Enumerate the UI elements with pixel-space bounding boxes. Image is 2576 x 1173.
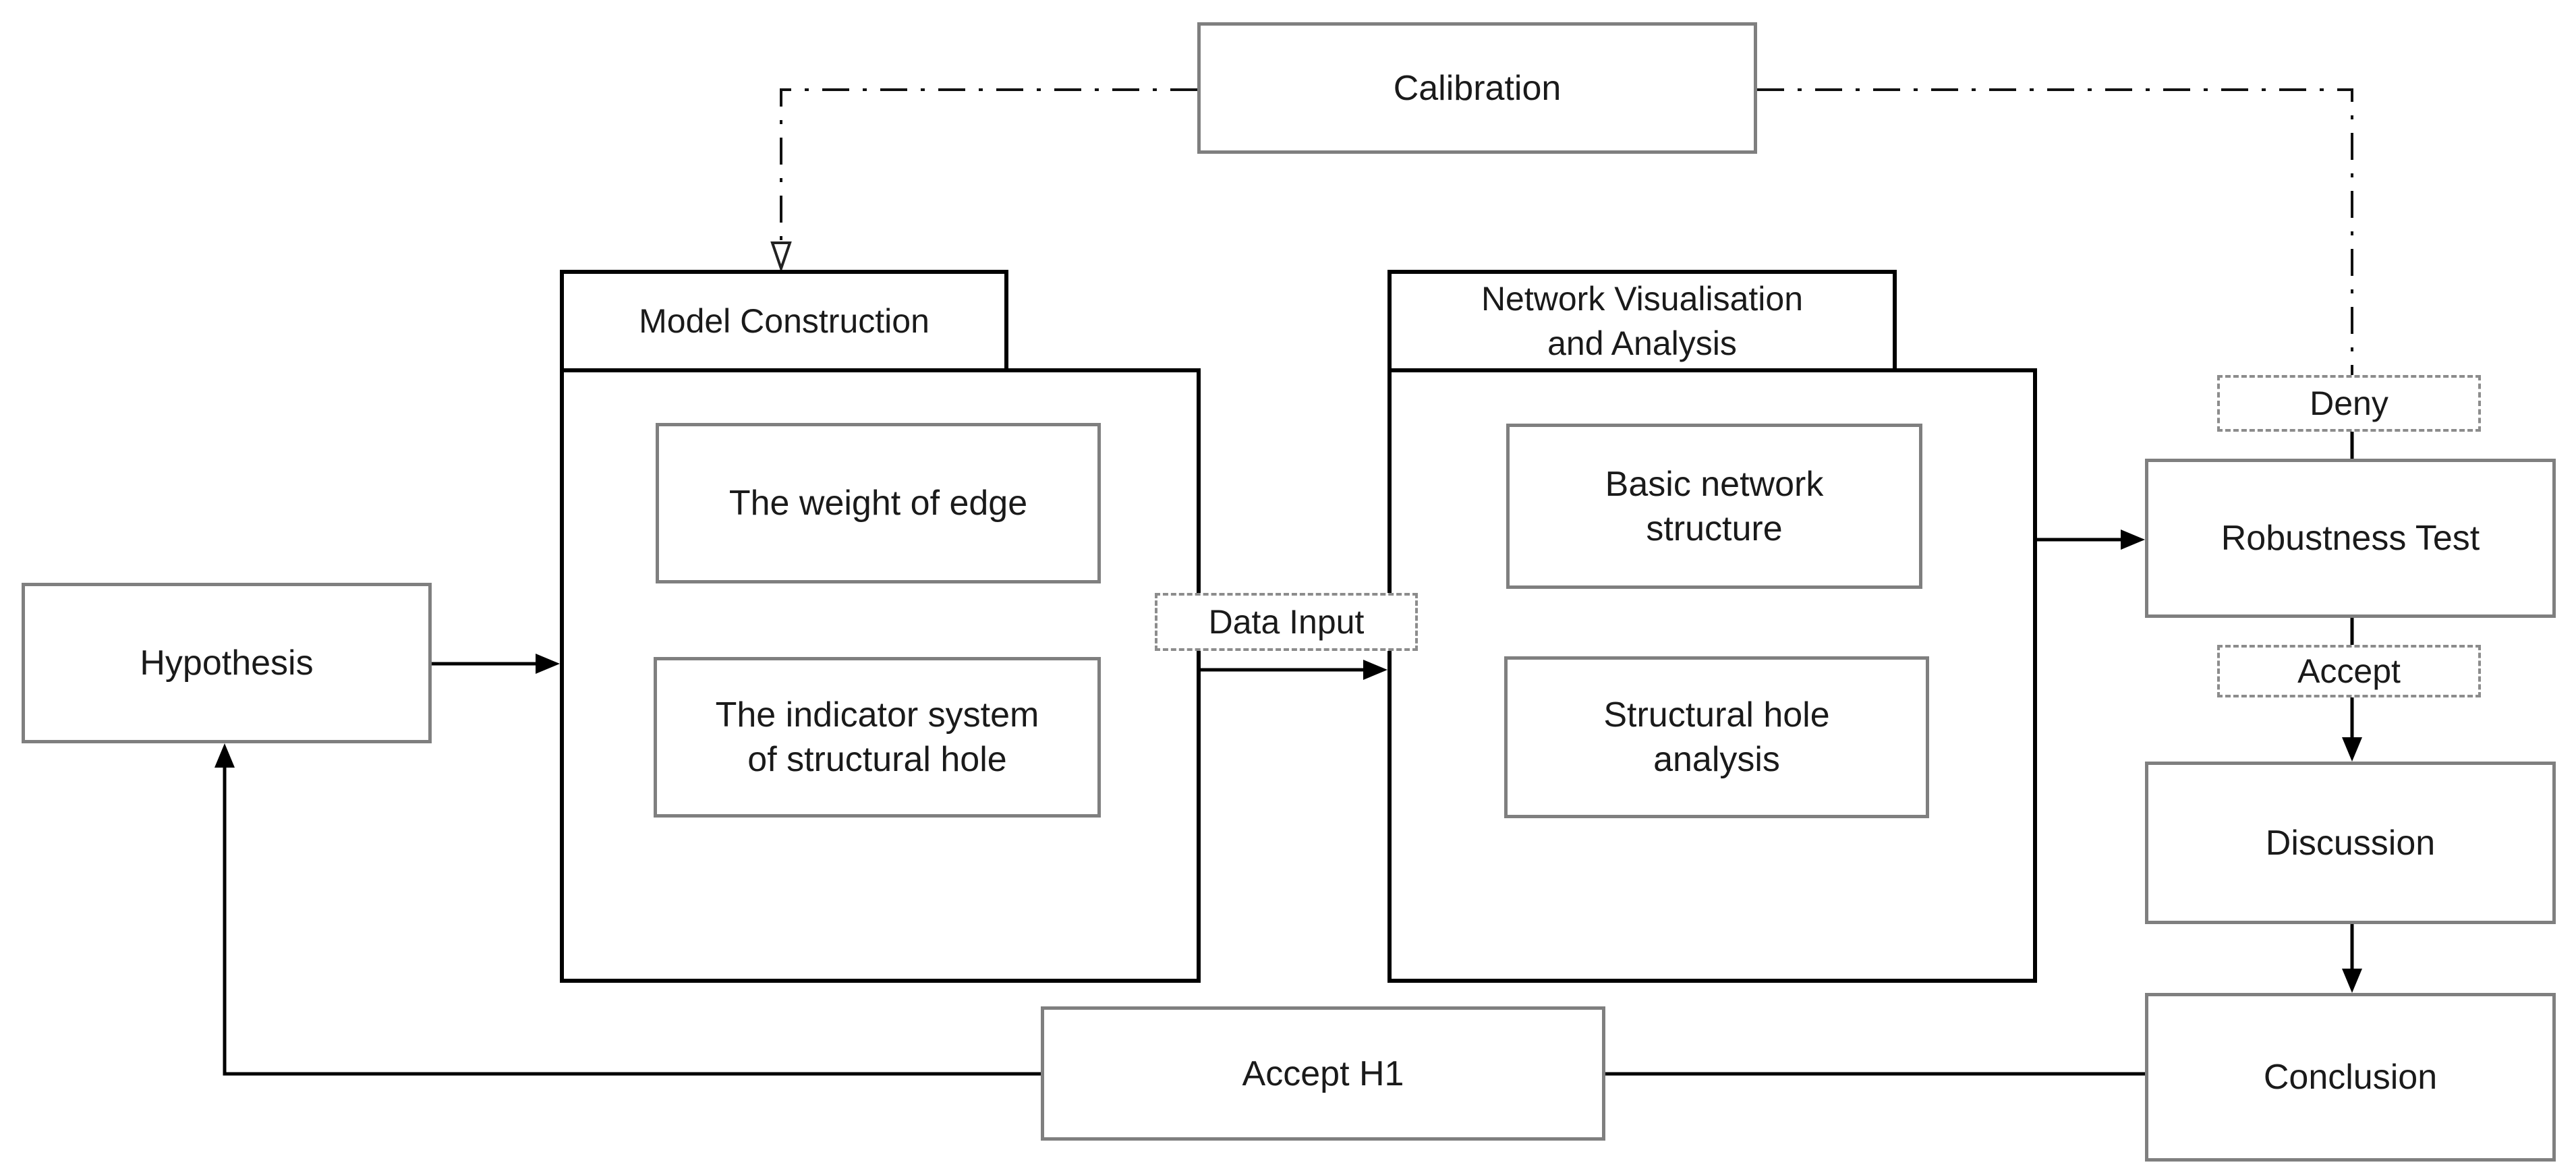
data-input-label: Data Input bbox=[1208, 603, 1365, 641]
arrow-network-to-robustness-head bbox=[2121, 530, 2145, 550]
deny-label: Deny bbox=[2310, 384, 2388, 422]
arrow-hypothesis-to-model-head bbox=[536, 654, 560, 674]
indicator-system-label-line2: of structural hole bbox=[747, 740, 1007, 779]
weight-of-edge-label: The weight of edge bbox=[728, 484, 1028, 523]
arrow-data-input-head bbox=[1363, 660, 1387, 680]
robustness-test-label: Robustness Test bbox=[2221, 519, 2480, 558]
deny-label-box: Deny bbox=[2217, 375, 2481, 432]
structural-hole-analysis-label-line2: analysis bbox=[1653, 740, 1780, 779]
accept-label-box: Accept bbox=[2217, 645, 2481, 697]
network-visualisation-tab: Network Visualisation and Analysis bbox=[1387, 270, 1897, 372]
network-visualisation-label-line2: and Analysis bbox=[1547, 324, 1737, 362]
structural-hole-analysis-box: Structural hole analysis bbox=[1504, 656, 1929, 818]
basic-network-structure-label-line2: structure bbox=[1646, 509, 1783, 548]
conclusion-label: Conclusion bbox=[2263, 1058, 2438, 1097]
model-construction-tab: Model Construction bbox=[560, 270, 1008, 372]
calibration-right-dashdot bbox=[1757, 88, 2353, 375]
calibration-left-dashdot bbox=[780, 88, 1197, 243]
arrow-accepth1-to-hypothesis-head bbox=[214, 743, 235, 768]
arrow-accepth1-to-hypothesis-line bbox=[223, 766, 1041, 1076]
indicator-system-label-line1: The indicator system bbox=[715, 695, 1039, 735]
accept-h1-label: Accept H1 bbox=[1242, 1054, 1404, 1093]
accept-label: Accept bbox=[2297, 652, 2401, 690]
calibration-box: Calibration bbox=[1197, 22, 1757, 154]
weight-of-edge-box: The weight of edge bbox=[656, 423, 1101, 583]
basic-network-structure-box: Basic network structure bbox=[1506, 424, 1922, 589]
accept-h1-box: Accept H1 bbox=[1041, 1006, 1605, 1141]
hypothesis-label: Hypothesis bbox=[140, 643, 314, 683]
data-input-label-box: Data Input bbox=[1155, 593, 1418, 651]
basic-network-structure-label-line1: Basic network bbox=[1605, 464, 1824, 504]
arrow-discussion-to-conclusion-head bbox=[2342, 969, 2362, 993]
indicator-system-box: The indicator system of structural hole bbox=[654, 657, 1101, 818]
structural-hole-analysis-label-line1: Structural hole bbox=[1603, 695, 1830, 735]
arrow-calibration-to-model-hollow-head bbox=[770, 241, 792, 273]
network-visualisation-label-line1: Network Visualisation bbox=[1481, 280, 1804, 318]
hypothesis-box: Hypothesis bbox=[22, 583, 432, 743]
discussion-label: Discussion bbox=[2265, 823, 2436, 863]
arrow-accept-to-discussion-head bbox=[2342, 737, 2362, 762]
conclusion-box: Conclusion bbox=[2145, 993, 2556, 1162]
robustness-test-box: Robustness Test bbox=[2145, 459, 2556, 618]
calibration-label: Calibration bbox=[1393, 68, 1562, 108]
model-construction-label: Model Construction bbox=[639, 302, 929, 340]
discussion-box: Discussion bbox=[2145, 762, 2556, 924]
